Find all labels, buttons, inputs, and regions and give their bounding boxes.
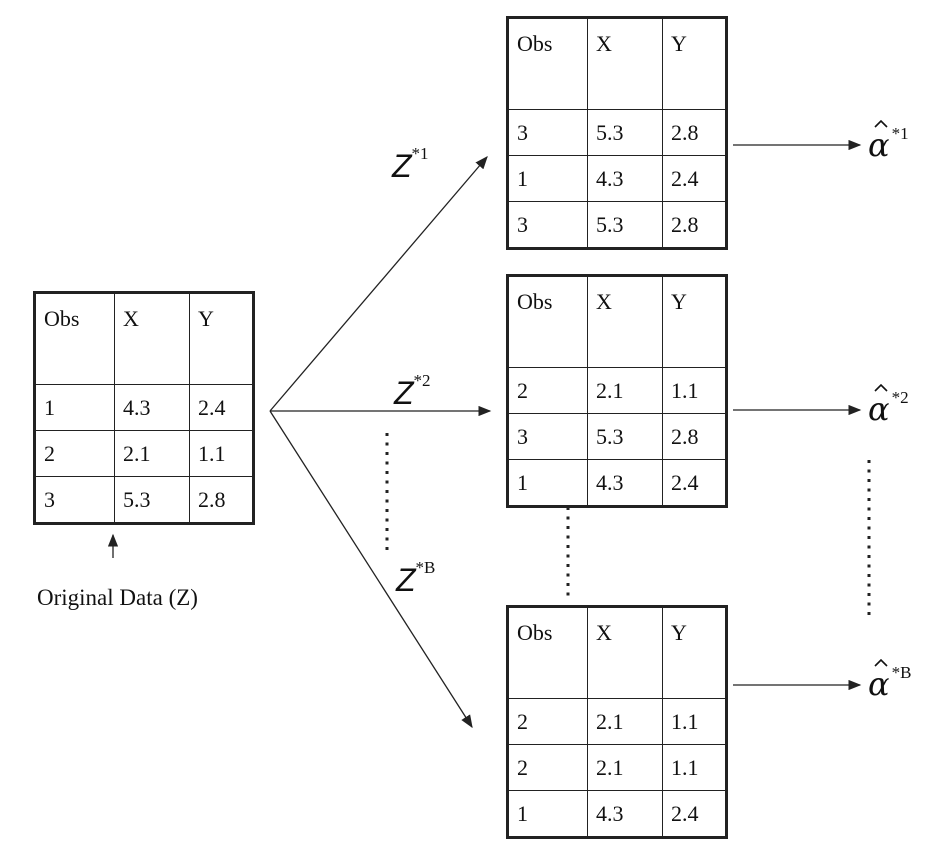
cell: 3 xyxy=(507,413,588,460)
cell: 1.1 xyxy=(189,430,254,477)
cell: 2.8 xyxy=(662,109,727,156)
cell: 5.3 xyxy=(587,201,663,249)
header-obs: Obs xyxy=(507,17,588,110)
sample-label-1: Z*1 xyxy=(392,144,429,184)
header-obs: Obs xyxy=(34,292,115,385)
cell: 1 xyxy=(34,384,115,431)
cell: 2 xyxy=(507,367,588,414)
cell: 4.3 xyxy=(587,459,663,507)
cell: 5.3 xyxy=(587,413,663,460)
cell: 3 xyxy=(507,201,588,249)
cell: 3 xyxy=(507,109,588,156)
cell: 1 xyxy=(507,459,588,507)
header-x: X xyxy=(114,292,190,385)
cell: 1.1 xyxy=(662,744,727,791)
cell: 4.3 xyxy=(587,155,663,202)
cell: 2.1 xyxy=(587,367,663,414)
cell: 2 xyxy=(507,698,588,745)
header-x: X xyxy=(587,606,663,699)
cell: 3 xyxy=(34,476,115,524)
estimate-B: α*B xyxy=(868,659,911,703)
header-x: X xyxy=(587,275,663,368)
header-x: X xyxy=(587,17,663,110)
estimate-2: α*2 xyxy=(868,384,909,428)
cell: 1 xyxy=(507,155,588,202)
cell: 2 xyxy=(507,744,588,791)
sample-label-B: Z*B xyxy=(396,558,436,598)
cell: 4.3 xyxy=(114,384,190,431)
cell: 2.8 xyxy=(189,476,254,524)
cell: 5.3 xyxy=(587,109,663,156)
cell: 2 xyxy=(34,430,115,477)
cell: 2.4 xyxy=(662,155,727,202)
hat-icon xyxy=(874,659,888,667)
hat-icon xyxy=(874,384,888,392)
cell: 2.1 xyxy=(587,698,663,745)
header-y: Y xyxy=(662,275,727,368)
cell: 1.1 xyxy=(662,367,727,414)
sample-label-2: Z*2 xyxy=(394,371,431,411)
arrow-to-sample-B xyxy=(269,410,473,729)
header-y: Y xyxy=(189,292,254,385)
header-obs: Obs xyxy=(507,275,588,368)
header-obs: Obs xyxy=(507,606,588,699)
cell: 2.8 xyxy=(662,413,727,460)
cell: 2.8 xyxy=(662,201,727,249)
estimate-1: α*1 xyxy=(868,120,909,164)
header-y: Y xyxy=(662,17,727,110)
cell: 5.3 xyxy=(114,476,190,524)
arrow-to-sample-1 xyxy=(269,156,488,412)
hat-icon xyxy=(874,120,888,128)
cell: 2.1 xyxy=(587,744,663,791)
cell: 1 xyxy=(507,790,588,838)
cell: 1.1 xyxy=(662,698,727,745)
original-data-caption: Original Data (Z) xyxy=(37,585,198,610)
header-y: Y xyxy=(662,606,727,699)
cell: 2.4 xyxy=(662,459,727,507)
cell: 2.1 xyxy=(114,430,190,477)
cell: 4.3 xyxy=(587,790,663,838)
cell: 2.4 xyxy=(662,790,727,838)
cell: 2.4 xyxy=(189,384,254,431)
